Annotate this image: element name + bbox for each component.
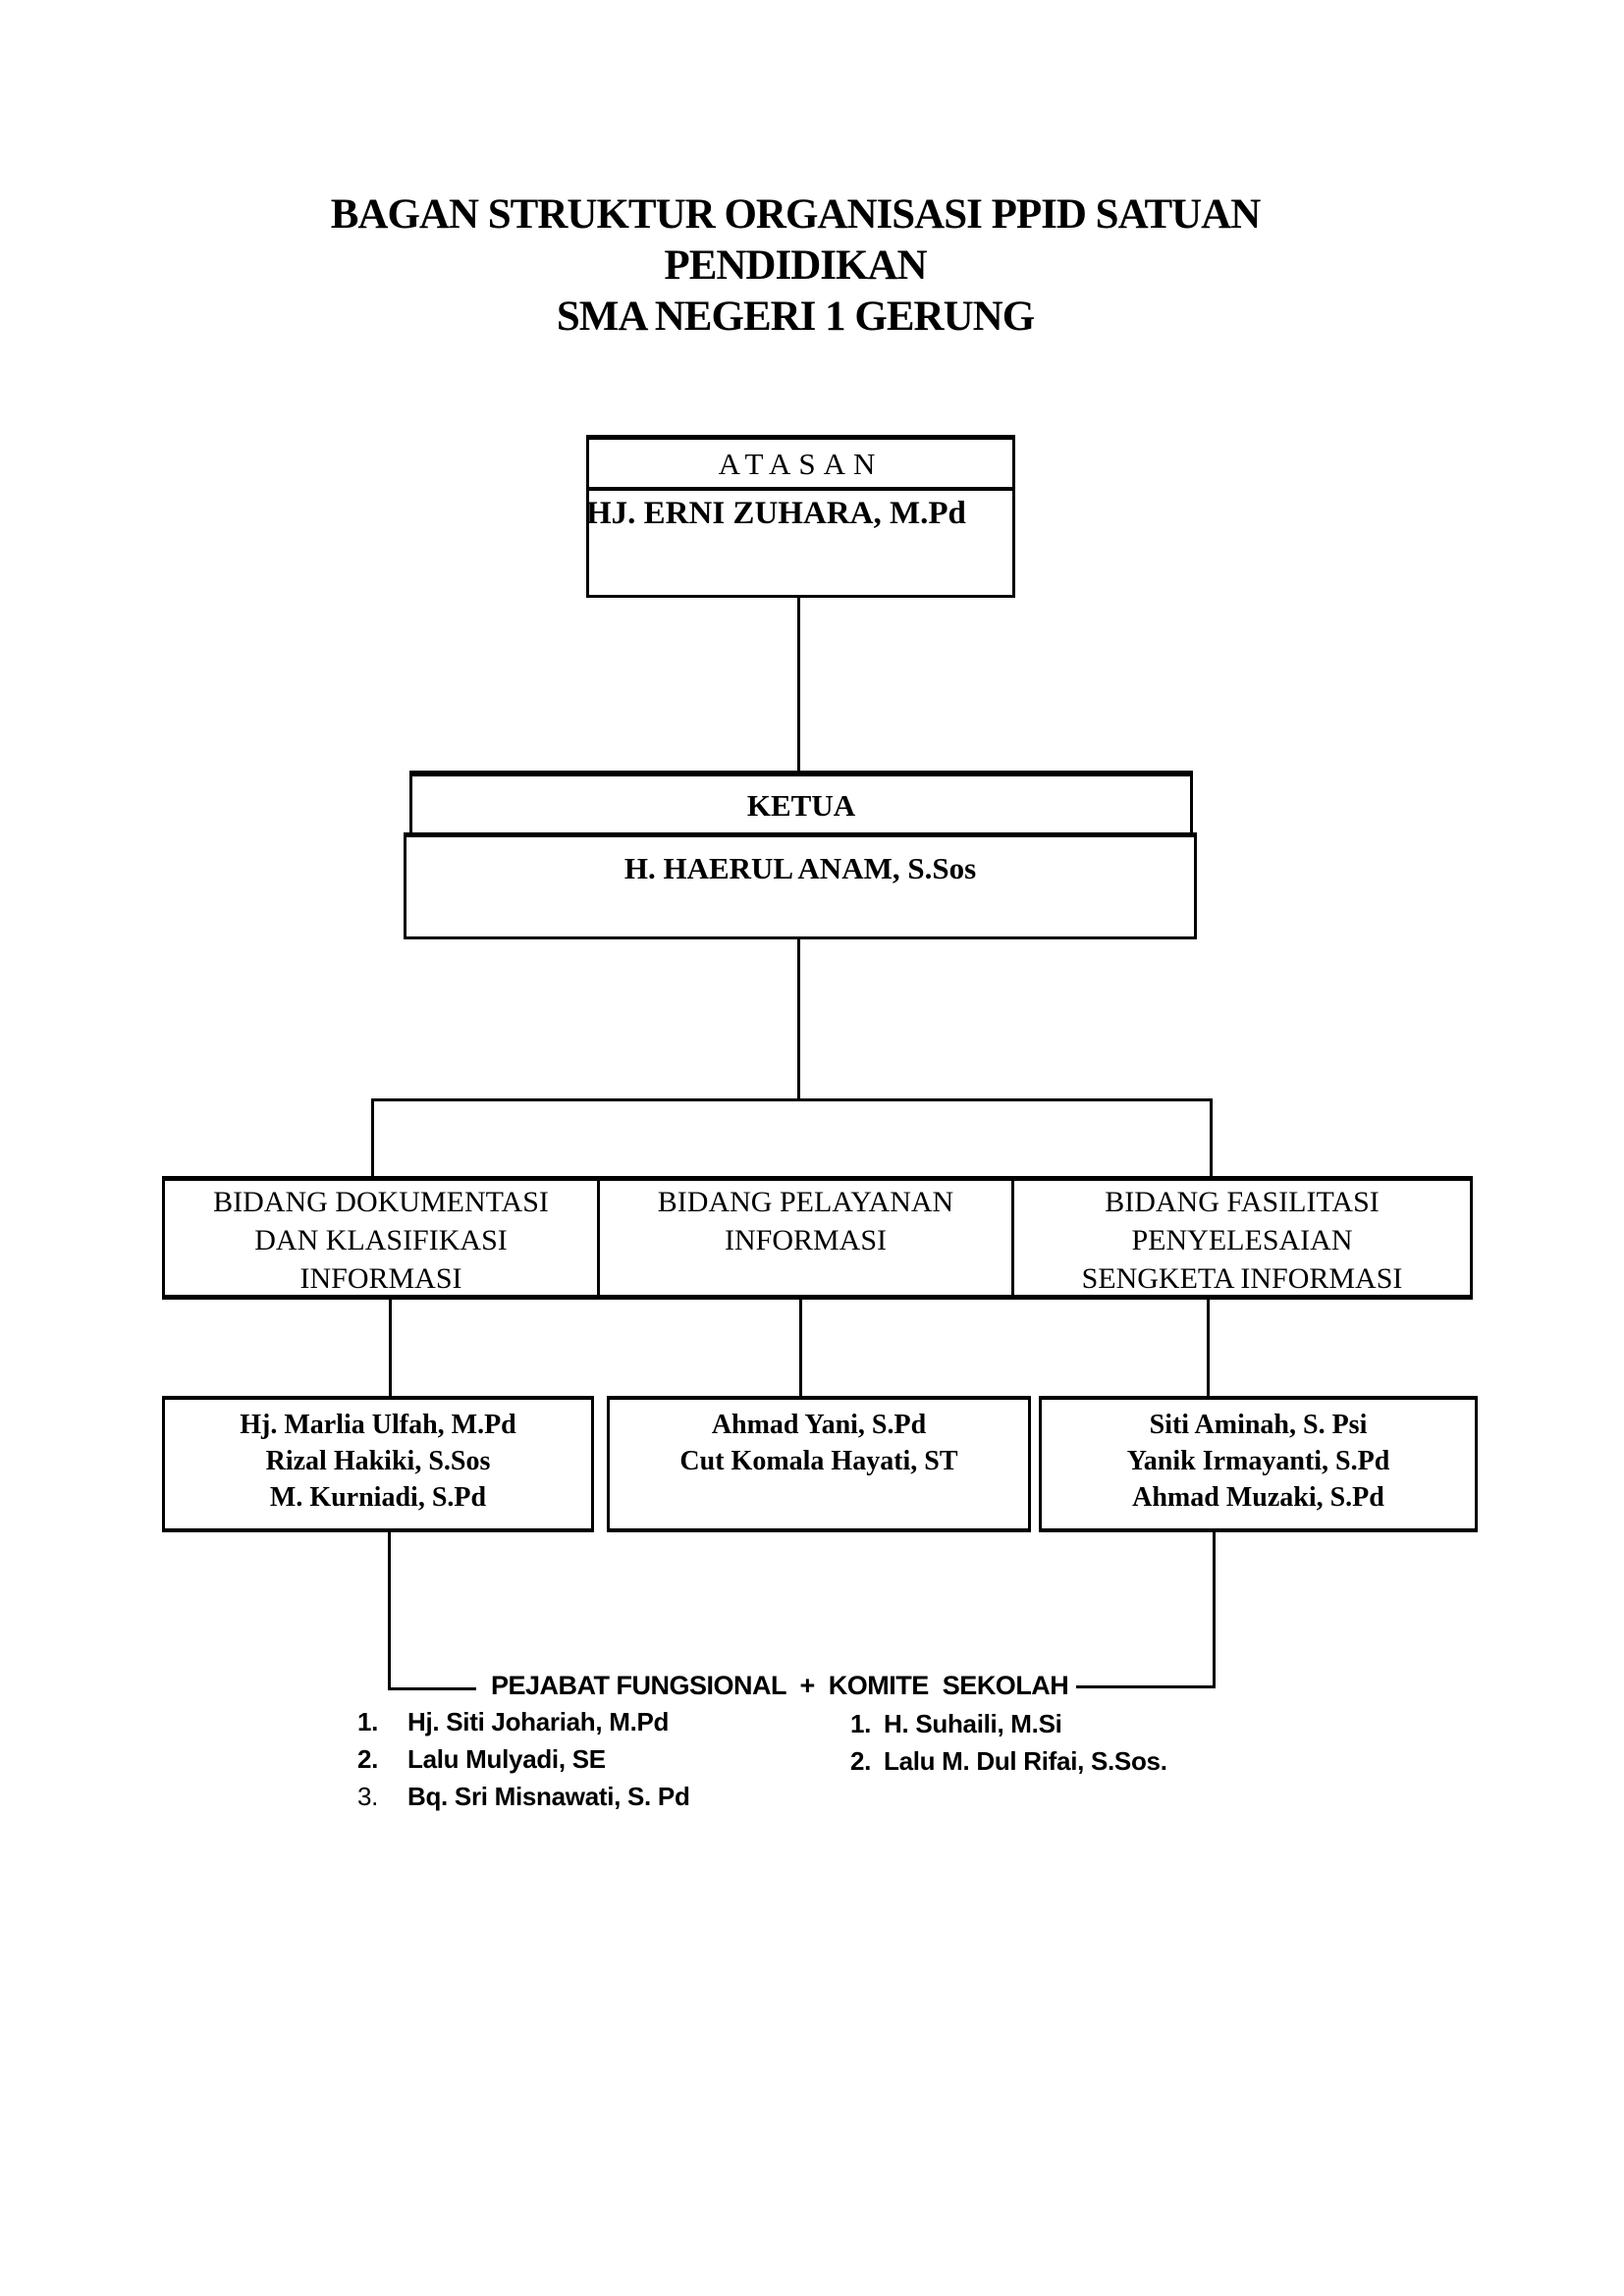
ketua-label: KETUA — [746, 788, 856, 823]
footer-heading: PEJABAT FUNGSIONAL + KOMITE SEKOLAH — [491, 1671, 1069, 1700]
member-name: Rizal Hakiki, S.Sos — [265, 1446, 491, 1476]
page-title-line-1: BAGAN STRUKTUR ORGANISASI PPID SATUAN — [330, 191, 1262, 238]
list-item: 2. Lalu M. Dul Rifai, S.Sos. — [850, 1742, 1167, 1780]
members-box-fasilitasi: Siti Aminah, S. Psi Yanik Irmayanti, S.P… — [1039, 1396, 1478, 1532]
pejabat-fungsional-list: 1. Hj. Siti Johariah, M.Pd 2. Lalu Mulya… — [357, 1703, 690, 1815]
bidang-row: BIDANG DOKUMENTASI DAN KLASIFIKASI INFOR… — [162, 1176, 1473, 1300]
bidang-title-line: INFORMASI — [724, 1224, 888, 1256]
connector-members3-footer — [1213, 1532, 1216, 1688]
atasan-box: ATASAN HJ. ERNI ZUHARA, M.Pd — [586, 435, 1015, 598]
komite-sekolah-list: 1. H. Suhaili, M.Si 2. Lalu M. Dul Rifai… — [850, 1705, 1167, 1780]
bidang-title-line: INFORMASI — [299, 1262, 462, 1295]
ketua-name-box: H. HAERUL ANAM, S.Sos — [404, 832, 1197, 939]
bidang-title-line: DAN KLASIFIKASI — [254, 1224, 508, 1256]
item-text: Lalu M. Dul Rifai, S.Sos. — [884, 1745, 1167, 1776]
connector-bidang1-members1 — [389, 1300, 392, 1396]
bidang-box-fasilitasi: BIDANG FASILITASI PENYELESAIAN SENGKETA … — [1014, 1181, 1470, 1295]
item-number: 1. — [357, 1706, 379, 1736]
bidang-title-line: BIDANG PELAYANAN — [657, 1186, 954, 1218]
item-text: Hj. Siti Johariah, M.Pd — [407, 1706, 670, 1736]
connector-tbar-drop-right — [1210, 1098, 1213, 1179]
atasan-name: HJ. ERNI ZUHARA, M.Pd — [586, 496, 966, 531]
member-name: Hj. Marlia Ulfah, M.Pd — [240, 1410, 516, 1440]
list-item: 2. Lalu Mulyadi, SE — [357, 1740, 690, 1778]
item-number: 1. — [850, 1708, 872, 1738]
member-name: Siti Aminah, S. Psi — [1149, 1410, 1368, 1440]
ketua-label-box: KETUA — [409, 771, 1193, 832]
connector-ketua-tbar — [797, 939, 800, 1101]
bidang-box-pelayanan: BIDANG PELAYANAN INFORMASI — [600, 1181, 1014, 1295]
connector-atasan-ketua — [797, 598, 800, 771]
item-text: Lalu Mulyadi, SE — [407, 1743, 606, 1774]
item-text: H. Suhaili, M.Si — [884, 1708, 1062, 1738]
bidang-title-line: BIDANG FASILITASI — [1105, 1186, 1380, 1218]
ketua-name: H. HAERUL ANAM, S.Sos — [623, 851, 977, 885]
member-name: Cut Komala Hayati, ST — [679, 1446, 958, 1476]
item-number: 3. — [357, 1781, 379, 1811]
atasan-label: ATASAN — [589, 440, 1012, 491]
bidang-title-line: SENGKETA INFORMASI — [1081, 1262, 1403, 1295]
item-number: 2. — [357, 1743, 379, 1774]
members-box-dokumentasi: Hj. Marlia Ulfah, M.Pd Rizal Hakiki, S.S… — [162, 1396, 594, 1532]
page-title-line-2: PENDIDIKAN — [664, 242, 927, 289]
item-text: Bq. Sri Misnawati, S. Pd — [407, 1781, 690, 1811]
member-name: Ahmad Muzaki, S.Pd — [1132, 1482, 1384, 1513]
bidang-box-dokumentasi: BIDANG DOKUMENTASI DAN KLASIFIKASI INFOR… — [165, 1181, 600, 1295]
connector-tbar — [371, 1098, 1213, 1101]
connector-bidang2-members2 — [799, 1300, 802, 1396]
member-name: Ahmad Yani, S.Pd — [711, 1410, 927, 1440]
list-item: 1. Hj. Siti Johariah, M.Pd — [357, 1703, 690, 1740]
bidang-title-line: PENYELESAIAN — [1131, 1224, 1353, 1256]
member-name: Yanik Irmayanti, S.Pd — [1126, 1446, 1390, 1476]
bidang-title-line: BIDANG DOKUMENTASI — [213, 1186, 549, 1218]
page-title: BAGAN STRUKTUR ORGANISASI PPID SATUAN PE… — [0, 189, 1591, 343]
connector-footer-stub-left — [388, 1687, 476, 1690]
page-title-line-3: SMA NEGERI 1 GERUNG — [556, 294, 1035, 340]
item-number: 2. — [850, 1745, 872, 1776]
member-name: M. Kurniadi, S.Pd — [269, 1482, 487, 1513]
connector-tbar-drop-left — [371, 1098, 374, 1179]
list-item: 1. H. Suhaili, M.Si — [850, 1705, 1167, 1742]
connector-members1-footer — [388, 1532, 391, 1690]
list-item: 3. Bq. Sri Misnawati, S. Pd — [357, 1778, 690, 1815]
members-box-pelayanan: Ahmad Yani, S.Pd Cut Komala Hayati, ST — [607, 1396, 1031, 1532]
connector-bidang3-members3 — [1207, 1300, 1210, 1396]
connector-footer-line-right — [1076, 1685, 1216, 1688]
